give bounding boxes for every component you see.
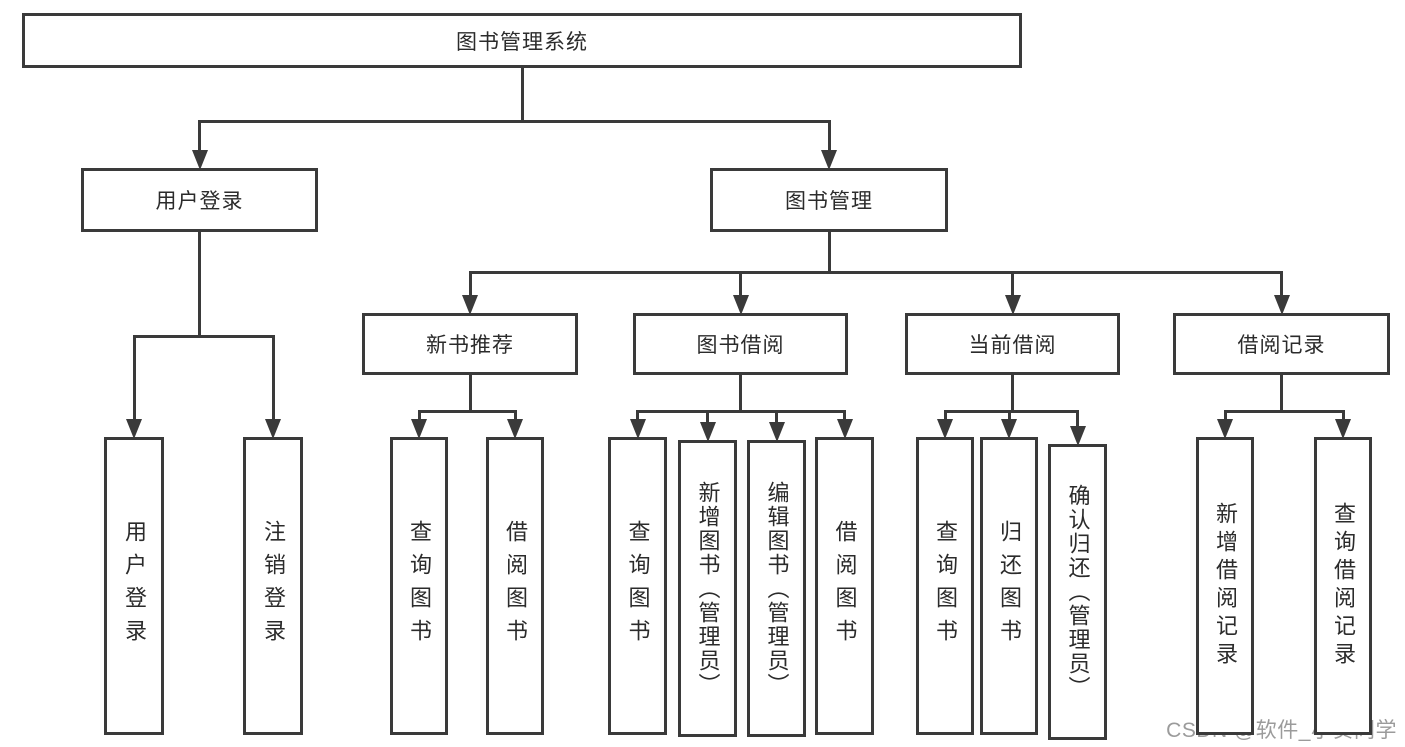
connector-stem-user-login xyxy=(198,120,201,153)
arrowhead-down-icon-leaf-query-borrow-record xyxy=(1335,419,1351,439)
arrowhead-down-icon-borrow-records xyxy=(1273,295,1290,315)
connector-stem-leaf-query-books-1 xyxy=(417,410,421,422)
node-label: 新增图书（管理员） xyxy=(695,480,721,697)
connector-stem-leaf-borrow-books-2 xyxy=(843,410,846,422)
node-root: 图书管理系统 xyxy=(22,13,1022,68)
connector-stem-leaf-query-borrow-record xyxy=(1341,410,1345,422)
node-new-book-rec: 新书推荐 xyxy=(362,313,578,375)
node-label: 查询借阅记录 xyxy=(1331,502,1356,670)
node-leaf-edit-books: 编辑图书（管理员） xyxy=(747,440,806,737)
node-leaf-query-books-2: 查询图书 xyxy=(608,437,667,735)
node-label: 归还图书 xyxy=(997,520,1022,652)
node-label: 图书借阅 xyxy=(696,334,785,357)
arrowhead-down-icon-leaf-confirm-return xyxy=(1069,426,1086,446)
node-leaf-add-books: 新增图书（管理员） xyxy=(678,440,737,737)
node-leaf-query-books-3: 查询图书 xyxy=(916,437,974,735)
node-label: 图书管理系统 xyxy=(456,30,588,54)
connector-stem-book-borrow xyxy=(739,375,742,413)
connector-stem-leaf-add-borrow-record xyxy=(1223,410,1227,422)
node-current-borrow: 当前借阅 xyxy=(905,313,1120,375)
node-label: 借阅记录 xyxy=(1237,334,1326,357)
arrowhead-down-icon-leaf-borrow-books-1 xyxy=(507,419,523,439)
connector-stem-new-book-rec xyxy=(468,271,472,298)
arrowhead-down-icon-new-book-rec xyxy=(462,295,478,315)
connector-bus-user-login xyxy=(132,335,275,338)
arrowhead-down-icon-book-borrow xyxy=(732,295,749,315)
connector-stem-leaf-logout xyxy=(271,335,275,422)
connector-stem-book-mgmt xyxy=(827,120,831,153)
connector-stem-book-mgmt xyxy=(827,232,831,274)
node-label: 查询图书 xyxy=(625,520,651,652)
connector-bus-root xyxy=(198,120,831,123)
node-label: 编辑图书（管理员） xyxy=(764,480,790,697)
connector-stem-leaf-query-books-2 xyxy=(636,410,639,422)
connector-stem-leaf-return-books xyxy=(1007,410,1011,422)
node-leaf-borrow-books-2: 借阅图书 xyxy=(815,437,874,735)
node-label: 借阅图书 xyxy=(832,520,858,652)
connector-stem-leaf-user-login xyxy=(132,335,136,422)
connector-bus-book-borrow xyxy=(636,410,846,413)
arrowhead-down-icon-leaf-add-books xyxy=(699,422,716,442)
connector-stem-new-book-rec xyxy=(468,375,472,413)
node-leaf-query-books-1: 查询图书 xyxy=(390,437,448,735)
node-label: 用户登录 xyxy=(122,520,147,652)
node-book-mgmt: 图书管理 xyxy=(710,168,948,232)
node-leaf-return-books: 归还图书 xyxy=(980,437,1038,735)
connector-stem-borrow-records xyxy=(1280,271,1283,298)
arrowhead-down-icon-leaf-query-books-3 xyxy=(937,419,953,439)
connector-stem-user-login xyxy=(198,232,201,338)
arrowhead-down-icon-leaf-query-books-1 xyxy=(411,419,427,439)
node-leaf-borrow-books-1: 借阅图书 xyxy=(486,437,544,735)
node-leaf-query-borrow-record: 查询借阅记录 xyxy=(1314,437,1372,735)
connector-stem-book-borrow xyxy=(739,271,742,298)
node-borrow-records: 借阅记录 xyxy=(1173,313,1390,375)
node-book-borrow: 图书借阅 xyxy=(633,313,848,375)
node-label: 新书推荐 xyxy=(426,334,514,357)
node-leaf-user-login: 用户登录 xyxy=(104,437,164,735)
node-leaf-confirm-return: 确认归还（管理员） xyxy=(1048,444,1107,740)
arrowhead-down-icon-leaf-return-books xyxy=(1001,419,1017,439)
arrowhead-down-icon-book-mgmt xyxy=(821,150,837,170)
connector-bus-borrow-records xyxy=(1223,410,1345,413)
connector-bus-book-mgmt xyxy=(468,271,1283,274)
connector-stem-leaf-borrow-books-1 xyxy=(513,410,517,422)
connector-stem-leaf-edit-books xyxy=(775,410,778,425)
node-label: 用户登录 xyxy=(155,190,244,213)
connector-bus-current-borrow xyxy=(943,410,1079,413)
arrowhead-down-icon-leaf-borrow-books-2 xyxy=(836,419,853,439)
arrowhead-down-icon-leaf-query-books-2 xyxy=(629,419,646,439)
arrowhead-down-icon-leaf-user-login xyxy=(126,419,142,439)
arrowhead-down-icon-leaf-add-borrow-record xyxy=(1217,419,1233,439)
arrowhead-down-icon-leaf-edit-books xyxy=(768,422,785,442)
connector-stem-borrow-records xyxy=(1280,375,1283,413)
connector-stem-current-borrow xyxy=(1011,271,1014,298)
connector-stem-leaf-add-books xyxy=(706,410,709,425)
node-label: 借阅图书 xyxy=(503,520,528,652)
node-label: 查询图书 xyxy=(933,520,958,652)
connector-bus-new-book-rec xyxy=(417,410,517,413)
arrowhead-down-icon-current-borrow xyxy=(1004,295,1021,315)
connector-stem-current-borrow xyxy=(1011,375,1014,413)
node-label: 图书管理 xyxy=(785,190,873,213)
arrowhead-down-icon-leaf-logout xyxy=(265,419,281,439)
node-leaf-add-borrow-record: 新增借阅记录 xyxy=(1196,437,1254,735)
node-label: 查询图书 xyxy=(407,520,432,652)
connector-stem-leaf-confirm-return xyxy=(1076,410,1079,429)
node-label: 新增借阅记录 xyxy=(1213,502,1238,670)
arrowhead-down-icon-user-login xyxy=(191,150,208,170)
node-user-login: 用户登录 xyxy=(81,168,318,232)
node-label: 注销登录 xyxy=(261,520,286,652)
connector-stem-root xyxy=(520,68,524,123)
node-leaf-logout: 注销登录 xyxy=(243,437,303,735)
connector-stem-leaf-query-books-3 xyxy=(943,410,947,422)
node-label: 当前借阅 xyxy=(968,334,1057,357)
node-label: 确认归还（管理员） xyxy=(1065,484,1091,700)
